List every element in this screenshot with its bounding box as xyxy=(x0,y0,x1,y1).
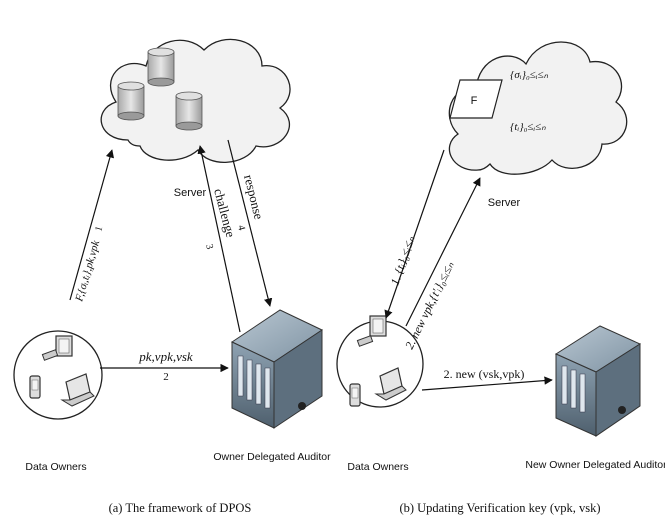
edge-upload xyxy=(69,149,115,301)
phone-icon xyxy=(29,375,41,399)
desktop-icon xyxy=(41,335,73,361)
cloud-shape xyxy=(448,41,628,175)
database-icon xyxy=(117,81,145,121)
owners-label-a: Data Owners xyxy=(25,461,86,473)
edge-keys-label: pk,vpk,vsk xyxy=(138,349,193,364)
server-cloud-b: F {σᵢ}₀≤ᵢ≤ₙ {tᵢ}₀≤ᵢ≤ₙ xyxy=(448,41,628,175)
owners-label-b: Data Owners xyxy=(347,461,408,473)
edge-response-label: response xyxy=(241,173,267,221)
edge-challenge-label: challenge xyxy=(211,187,238,239)
edge-challenge-step: 3 xyxy=(203,243,215,251)
edge-response xyxy=(227,139,273,307)
desktop-icon xyxy=(356,315,387,347)
database-icon xyxy=(175,91,203,131)
caption-a: (a) The framework of DPOS xyxy=(109,501,252,515)
caption-b: (b) Updating Verification key (vpk, vsk) xyxy=(399,501,600,515)
data-owners-a xyxy=(13,330,103,420)
edge-update xyxy=(405,177,481,327)
server-cloud-a xyxy=(100,38,291,163)
panel-b: F {σᵢ}₀≤ᵢ≤ₙ {tᵢ}₀≤ᵢ≤ₙ Server Data Owners xyxy=(336,41,665,515)
edge-new-keys-label: 2. new (vsk,vpk) xyxy=(444,367,525,381)
database-icon xyxy=(147,47,175,87)
edge-upload-label: F,{σᵢ,tᵢ},pk,vpk xyxy=(73,238,102,304)
data-owners-b xyxy=(336,315,424,408)
auditor-label-a: Owner Delegated Auditor xyxy=(213,451,331,463)
edge-upload-step: 1 xyxy=(93,225,105,233)
sigma-set: {σᵢ}₀≤ᵢ≤ₙ xyxy=(510,69,549,81)
edge-update-label: 2. new vpk,{t'ᵢ}₀≤ᵢ≤ₙ xyxy=(402,259,457,351)
edge-keys-step: 2 xyxy=(163,371,169,383)
auditor-label-b: New Owner Delegated Auditor xyxy=(525,459,665,471)
auditor-server-a xyxy=(230,309,324,429)
file-icon: F xyxy=(449,79,503,119)
edge-response-step: 4 xyxy=(235,224,247,232)
t-set: {tᵢ}₀≤ᵢ≤ₙ xyxy=(510,121,546,133)
new-auditor-server-b xyxy=(554,325,642,437)
edge-fetch xyxy=(384,149,445,319)
phone-icon xyxy=(349,383,361,407)
server-label-a: Server xyxy=(174,187,207,199)
edge-new-keys xyxy=(421,376,553,391)
file-label: F xyxy=(471,95,478,107)
laptop-icon xyxy=(374,367,407,401)
edge-challenge xyxy=(197,145,241,333)
edge-fetch-label: 1. {tᵢ}₀≤ᵢ≤ₙ xyxy=(388,234,418,287)
panel-a: Server Data Owners xyxy=(13,38,331,515)
server-label-b: Server xyxy=(488,197,521,209)
laptop-icon xyxy=(60,373,95,407)
